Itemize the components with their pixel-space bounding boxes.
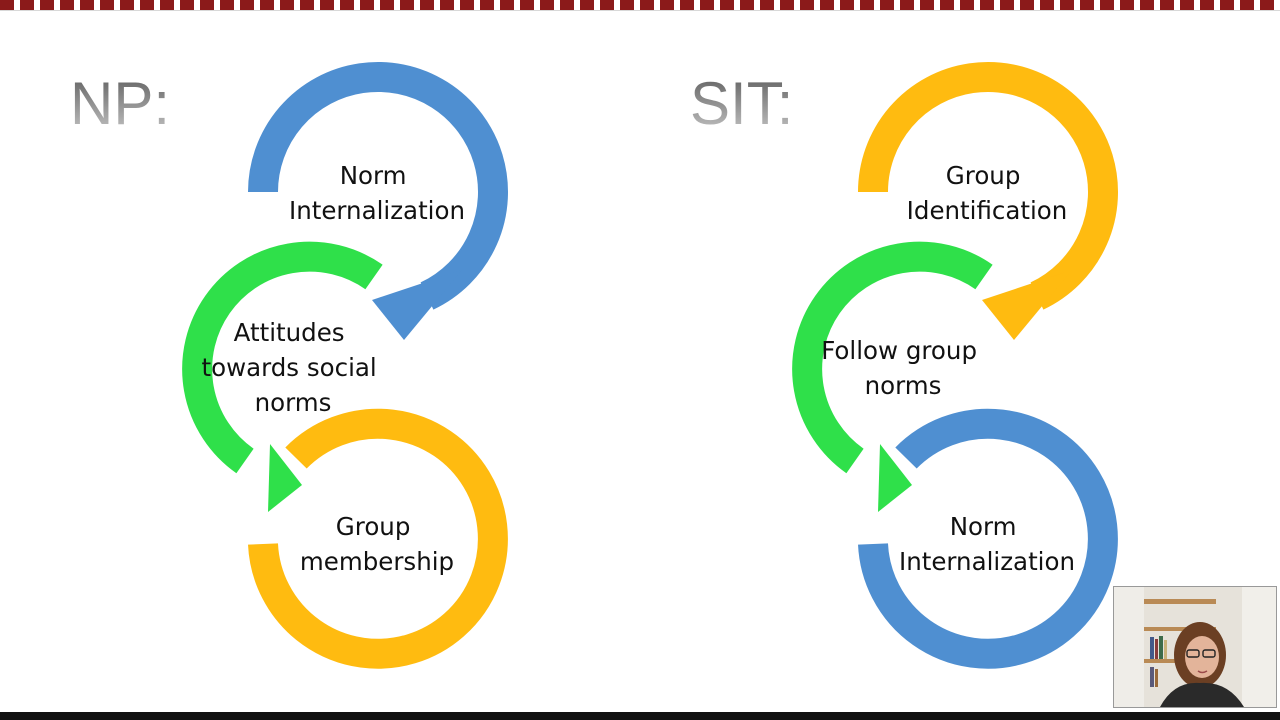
np-top-arc xyxy=(248,61,508,310)
np-cycle-middle xyxy=(182,241,383,512)
np-bottom-label: Group membership xyxy=(300,512,454,576)
sit-bottom-label: Norm Internalization xyxy=(899,512,1075,576)
sit-middle-label: Follow group norms xyxy=(821,336,985,400)
sit-middle-arrowhead xyxy=(878,444,912,512)
presenter-webcam-video xyxy=(1113,586,1277,708)
sit-bottom-arc xyxy=(858,408,1118,669)
np-top-arrowhead xyxy=(372,270,462,340)
bottom-black-bar xyxy=(0,712,1280,720)
np-middle-arc xyxy=(182,241,383,474)
np-heading: NP: xyxy=(70,70,170,137)
sit-top-arrowhead xyxy=(982,270,1072,340)
sit-cycle-bottom xyxy=(858,408,1118,669)
np-middle-arrowhead xyxy=(268,444,302,512)
sit-top-arc xyxy=(858,61,1118,310)
np-cycle-bottom xyxy=(248,408,508,669)
np-middle-label: Attitudes towards social norms xyxy=(201,318,384,417)
np-top-label: Norm Internalization xyxy=(289,161,465,225)
sit-cycle-top xyxy=(858,61,1118,340)
sit-heading: SIT: xyxy=(690,70,793,137)
sit-top-label: Group Identification xyxy=(907,161,1068,225)
np-bottom-arc xyxy=(248,408,508,669)
top-dashed-border xyxy=(0,0,1280,11)
sit-middle-arc xyxy=(792,241,993,474)
sit-cycle-middle xyxy=(792,241,993,512)
np-cycle-top xyxy=(248,61,508,340)
